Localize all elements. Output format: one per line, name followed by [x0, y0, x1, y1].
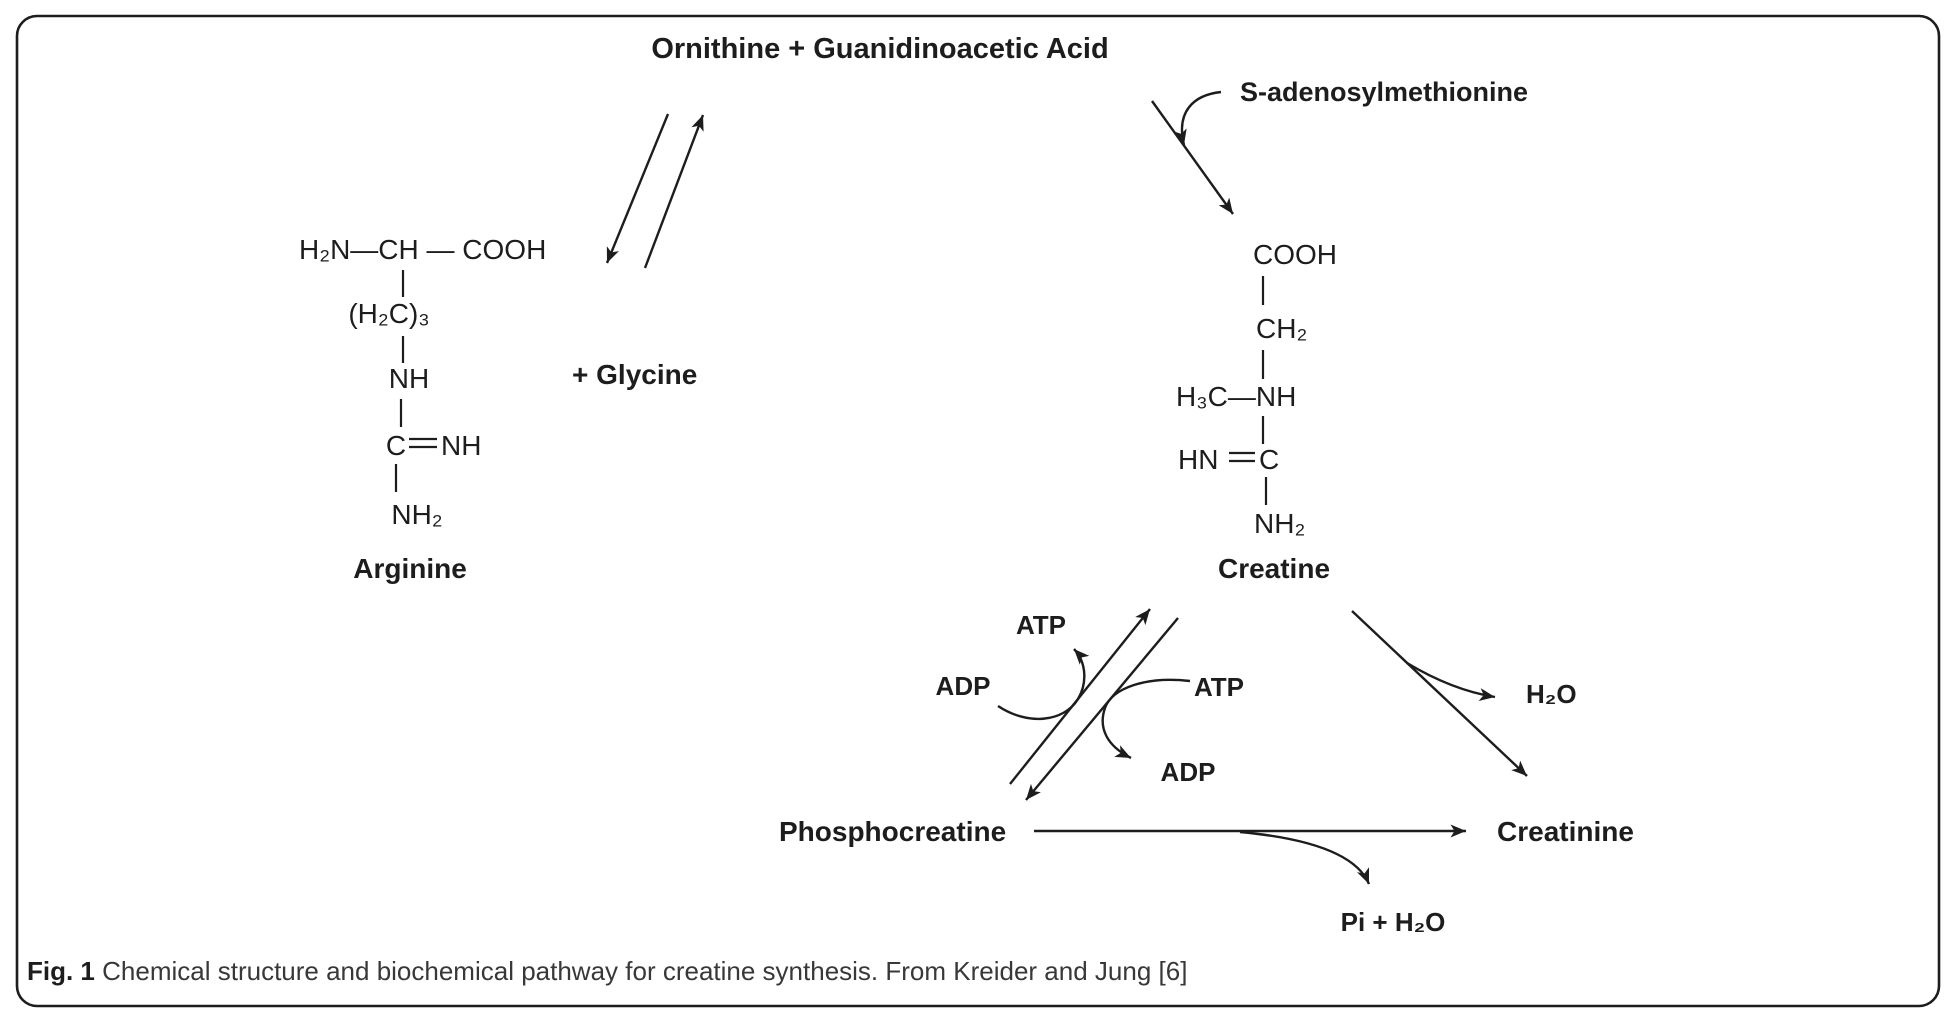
creatine-nh2: NH₂ — [1254, 508, 1305, 539]
creatine-hn: HN — [1178, 444, 1218, 475]
arginine-label: Arginine — [353, 553, 467, 584]
creatine-h3c-nh: H₃C—NH — [1176, 381, 1296, 412]
creatine-ch2: CH₂ — [1256, 313, 1307, 344]
product-title: Ornithine + Guanidinoacetic Acid — [651, 33, 1108, 65]
arginine-backbone: H₂N—CH — COOH — [299, 234, 546, 265]
creatine-label: Creatine — [1218, 553, 1330, 584]
arginine-chain: (H₂C)₃ — [348, 298, 429, 329]
adp-bottom-label: ADP — [1161, 757, 1216, 787]
glycine-label: + Glycine — [572, 359, 697, 390]
sam-reaction-arrow — [1151, 100, 1234, 215]
arginine-nh2: NH₂ — [391, 499, 442, 530]
creatine-c: C — [1259, 444, 1279, 475]
sam-label: S-adenosylmethionine — [1240, 77, 1528, 107]
pi-h2o-branch-arrow — [1239, 830, 1371, 885]
arginine-nh: NH — [389, 363, 429, 394]
sam-curved-arrow — [1174, 90, 1222, 146]
figure-caption-number: Fig. 1 — [27, 956, 95, 986]
kinase-arrow-down — [1025, 617, 1179, 801]
pi-h2o-label: Pi + H₂O — [1341, 907, 1446, 937]
reversible-arrow-up — [643, 114, 705, 269]
phosphocreatine-label: Phosphocreatine — [779, 816, 1006, 847]
creatine-to-creatinine-arrow — [1351, 610, 1528, 777]
arginine-nh-right: NH — [441, 430, 481, 461]
creatinine-label: Creatinine — [1497, 816, 1634, 847]
figure-border — [15, 14, 1941, 1008]
figure-caption: Fig. 1 Chemical structure and biochemica… — [27, 956, 1187, 986]
atp-right-label: ATP — [1194, 672, 1244, 702]
atp-to-adp-curved-arrow — [1101, 678, 1191, 760]
arginine-c: C — [386, 430, 406, 461]
figure-caption-text: Chemical structure and biochemical pathw… — [95, 956, 1188, 986]
adp-to-atp-curved-arrow — [997, 648, 1090, 720]
h2o-branch-arrow — [1406, 661, 1496, 701]
atp-top-label: ATP — [1016, 610, 1066, 640]
h2o-label: H₂O — [1526, 679, 1577, 709]
reversible-arrow-down — [605, 113, 670, 264]
adp-left-label: ADP — [936, 671, 991, 701]
creatine-cooh: COOH — [1253, 239, 1337, 270]
